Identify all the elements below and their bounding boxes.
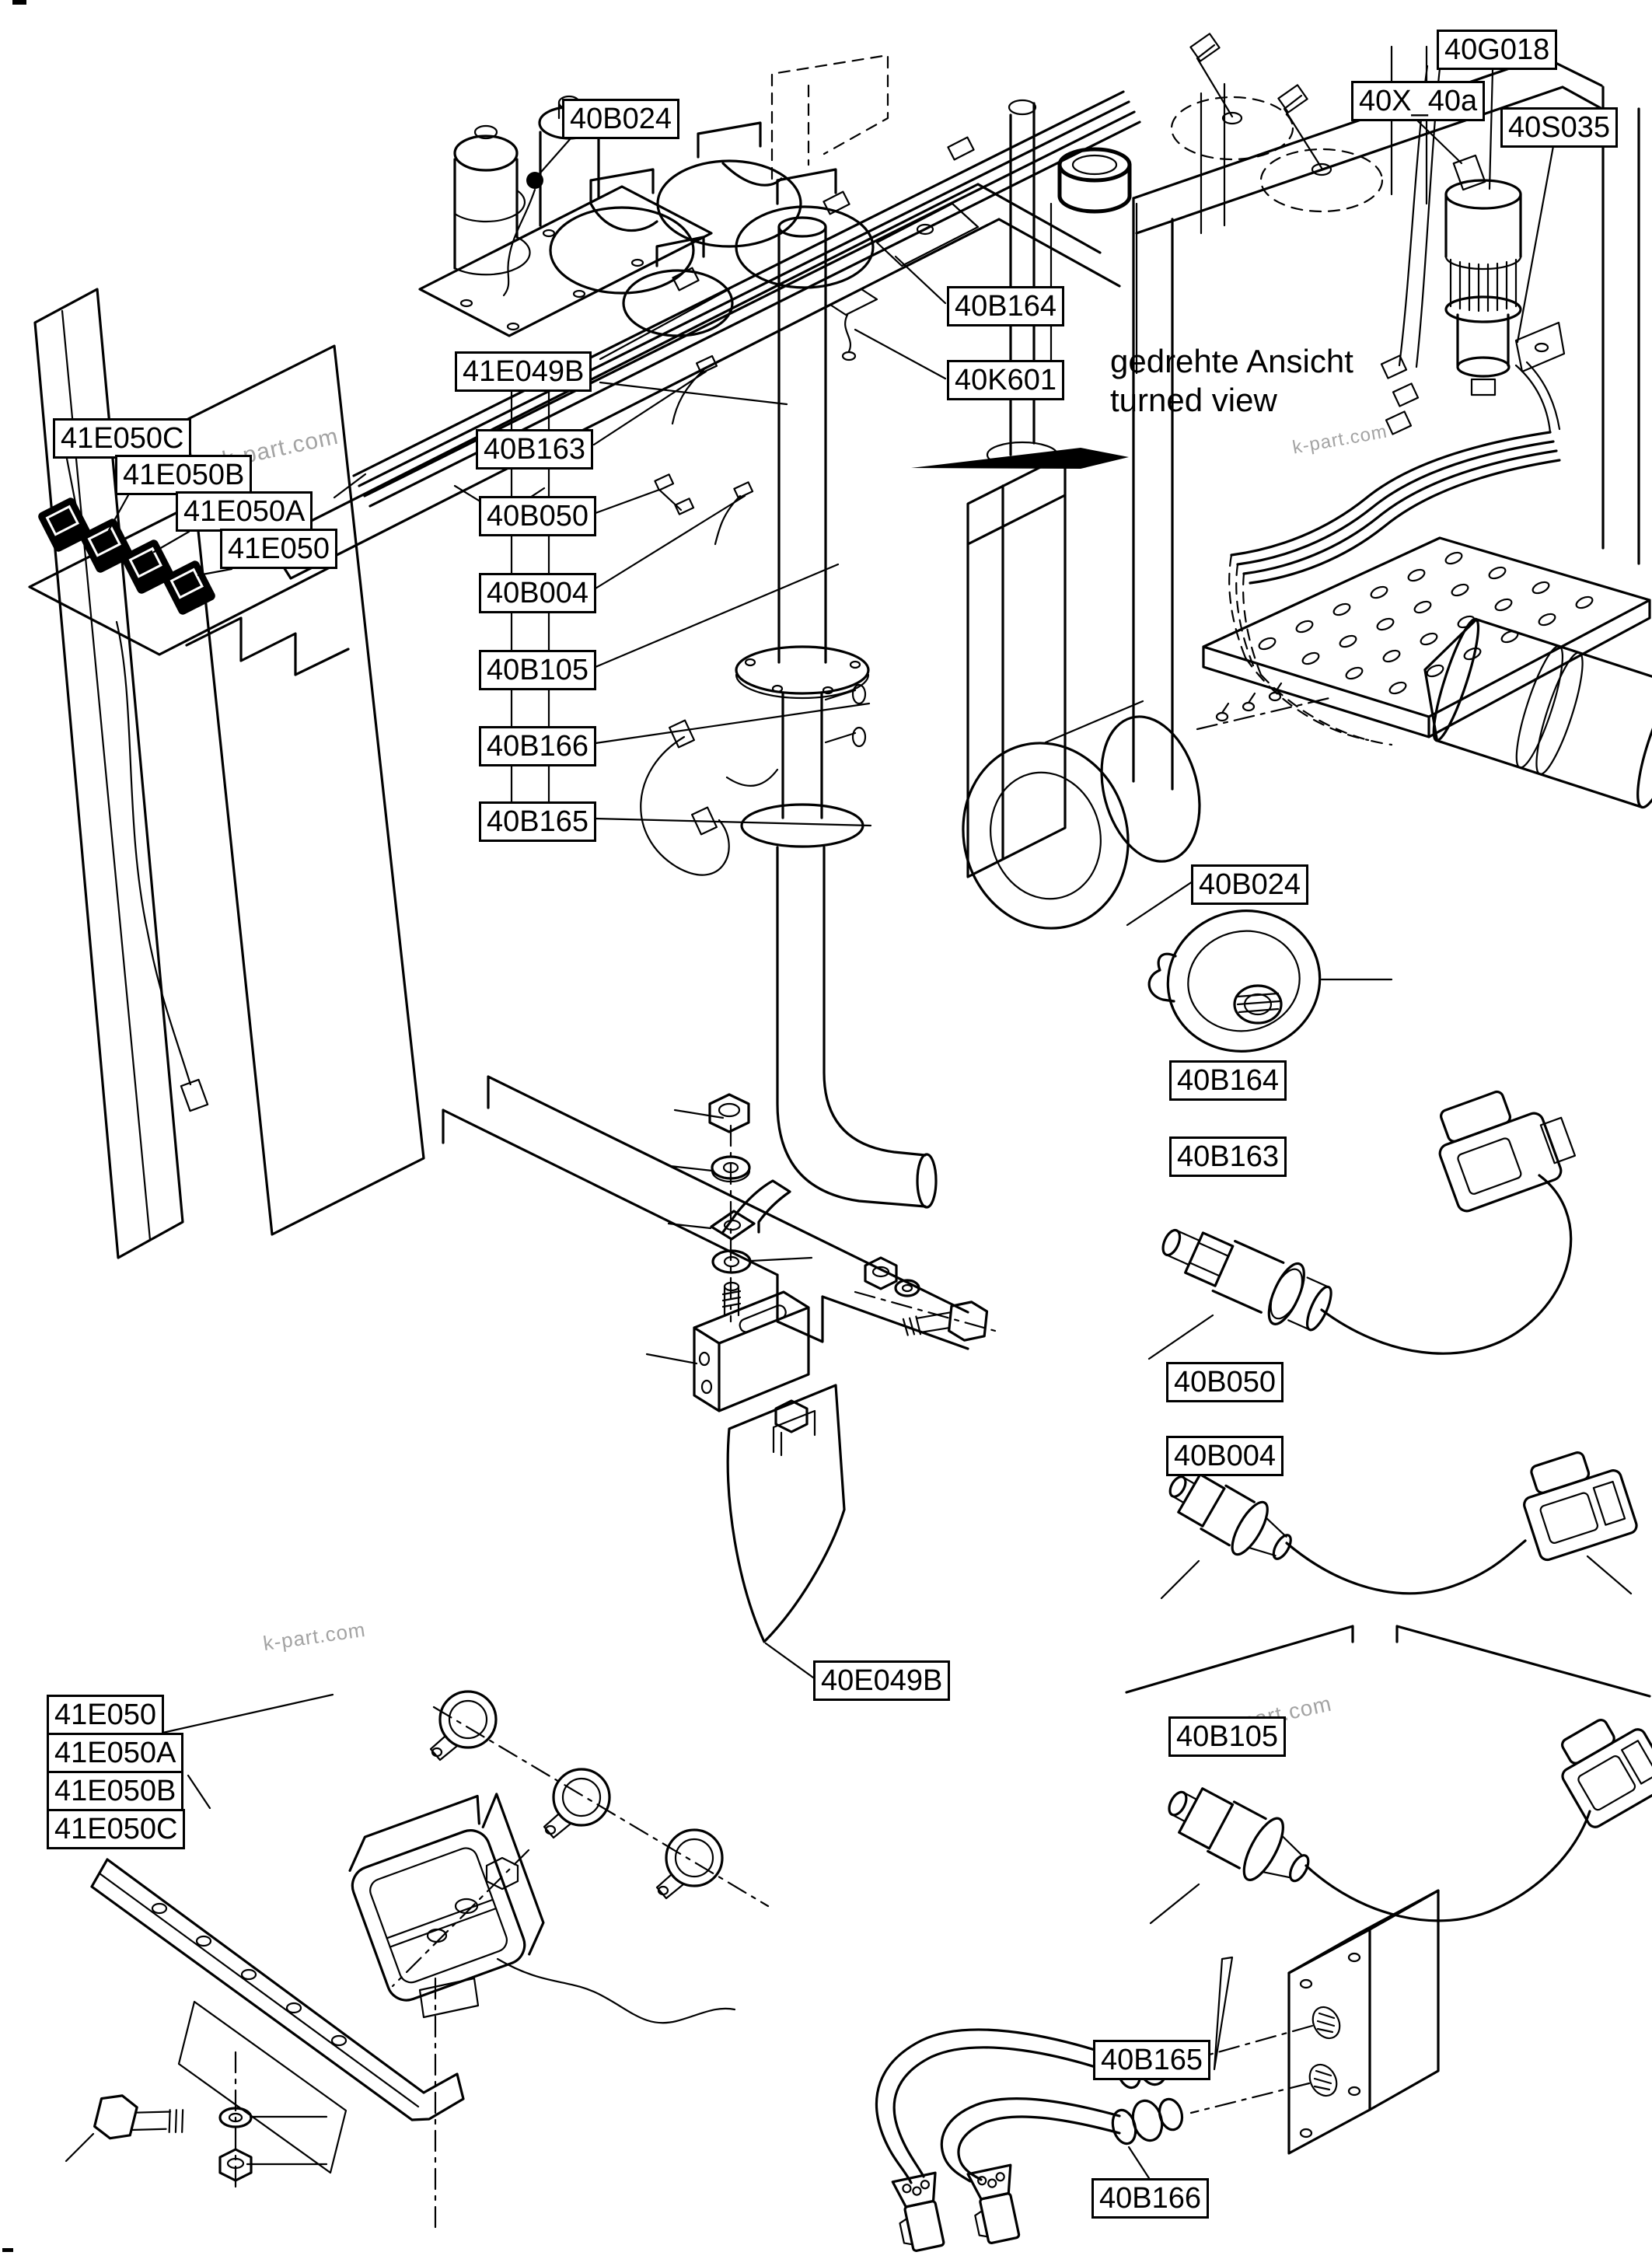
fan-discs: [549, 121, 875, 337]
part-label-41E050C-bl: 41E050C: [47, 1809, 186, 1849]
p-clamps: [391, 1690, 770, 1988]
leader-lines-turned: [1415, 68, 1555, 344]
filter-and-radiator: [640, 99, 1201, 1209]
rotated-view-annotation-en: turned view: [1110, 381, 1277, 418]
part-label-40B163-part: 40B163: [1169, 1136, 1287, 1177]
turned-view: [911, 33, 1652, 809]
hose-kit-40B165-40B166: [875, 1889, 1440, 2252]
part-label-40B165-main: 40B165: [479, 801, 597, 842]
view-arrow: [911, 448, 1129, 469]
part-label-41E050A-bl: 41E050A: [47, 1733, 184, 1773]
pump-motor: [1380, 65, 1566, 435]
part-label-41E049B: 41E049B: [455, 351, 592, 392]
pressure-sensor-40B105: [1149, 1719, 1652, 1925]
part-label-41E050-main: 41E050: [220, 529, 338, 569]
control-levers: [1170, 33, 1384, 213]
work-light-kit: [65, 1690, 770, 2233]
part-label-40B164-main: 40B164: [947, 286, 1065, 326]
part-label-40X-40a: 40X_40a: [1351, 81, 1486, 121]
wall-fittings: [1196, 682, 1331, 731]
part-label-40B050-part: 40B050: [1166, 1362, 1284, 1402]
part-label-40E049B: 40E049B: [813, 1660, 951, 1701]
part-label-40B050-main: 40B050: [479, 496, 597, 536]
rotated-view-annotation-de: gedrehte Ansicht: [1110, 343, 1353, 379]
horn-40B024: [1147, 910, 1393, 1053]
part-label-40B004-part: 40B004: [1166, 1436, 1284, 1476]
corner-marks: [2, 0, 26, 2252]
part-label-40B105-main: 40B105: [479, 650, 597, 690]
part-label-40B004-main: 40B004: [479, 573, 597, 613]
part-label-40G018: 40G018: [1437, 30, 1558, 70]
part-label-41E050B-main: 41E050B: [115, 455, 253, 495]
part-label-40B105-part: 40B105: [1168, 1716, 1287, 1757]
part-label-40B165-part: 40B165: [1093, 2040, 1211, 2080]
part-label-40S035: 40S035: [1500, 107, 1619, 148]
pressure-sensor-40B004: [1125, 1451, 1651, 1698]
part-label-40K601: 40K601: [947, 360, 1065, 400]
part-label-41E050B-bl: 41E050B: [47, 1771, 184, 1811]
part-label-41E050A-main: 41E050A: [176, 491, 313, 532]
muffler: [1423, 617, 1652, 809]
part-label-40B166-part: 40B166: [1091, 2178, 1210, 2219]
rotated-view-annotation: gedrehte Ansicht turned view: [1110, 342, 1353, 419]
main-assembly: [28, 54, 1201, 1350]
part-label-41E050-bl: 41E050: [47, 1695, 165, 1735]
pressure-switch-40B163: [1147, 1090, 1577, 1360]
bracket-kit-40E049B: [645, 1093, 997, 1679]
connector-bank: [28, 498, 334, 1112]
part-label-40B163-main: 40B163: [476, 429, 594, 470]
part-label-40B164-part: 40B164: [1169, 1060, 1287, 1101]
sensor-targets: [654, 202, 980, 546]
part-label-40B024-part: 40B024: [1191, 864, 1309, 905]
part-label-41E050C-main: 41E050C: [53, 418, 192, 459]
leader-lines-bracket-kit: [645, 1109, 815, 1679]
part-label-40B024-main: 40B024: [562, 99, 680, 139]
perforated-plate: [1202, 536, 1651, 738]
part-label-40B166-main: 40B166: [479, 726, 597, 766]
